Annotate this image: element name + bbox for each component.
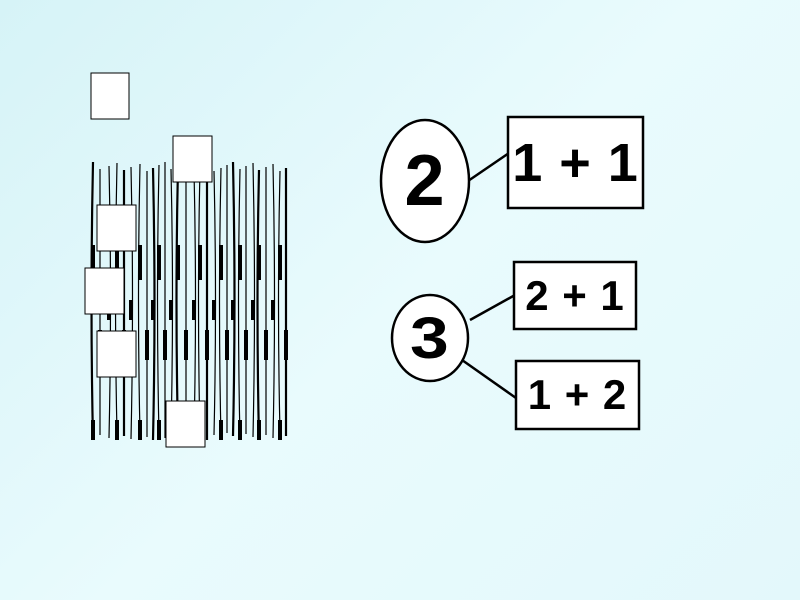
box-1plus1 xyxy=(506,115,645,210)
stick-line xyxy=(175,165,180,437)
empty-square-1 xyxy=(90,72,130,120)
stick-line xyxy=(277,170,281,434)
empty-square-6 xyxy=(165,400,206,448)
connector-3-to-1plus2 xyxy=(461,358,517,400)
connector-2-to-1plus1 xyxy=(467,151,510,183)
box-1plus2 xyxy=(514,359,641,431)
stick-line xyxy=(256,169,261,441)
stick-line xyxy=(156,164,160,436)
stick-line xyxy=(237,168,241,440)
stick-line xyxy=(197,166,201,438)
box-1plus2-label: 1 + 2 xyxy=(527,371,628,418)
connector-3-to-2plus1 xyxy=(469,293,516,322)
box-2plus1 xyxy=(512,260,638,331)
empty-square-3 xyxy=(96,204,137,252)
empty-square-4 xyxy=(84,267,125,315)
empty-square-2 xyxy=(172,135,213,183)
stick-line xyxy=(137,163,141,435)
box-1plus1-label: 1 + 1 xyxy=(512,132,639,193)
circle-two-label: 2 xyxy=(404,141,446,221)
circle-two xyxy=(379,118,471,244)
empty-square-5 xyxy=(96,330,137,378)
circle-three-label: 3 xyxy=(410,305,450,371)
circle-three xyxy=(390,293,470,383)
stick-line xyxy=(231,161,236,437)
box-2plus1-label: 2 + 1 xyxy=(525,271,625,319)
stick-line xyxy=(218,167,222,439)
